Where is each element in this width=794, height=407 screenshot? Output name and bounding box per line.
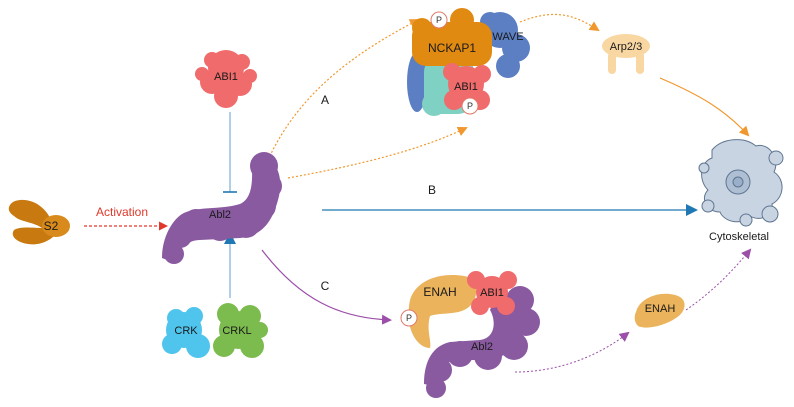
s2-label: S2 xyxy=(44,219,59,233)
phospho-icon-3: P xyxy=(400,309,418,327)
crk-label: CRK xyxy=(174,325,198,337)
phospho-icon-2: P xyxy=(461,97,479,115)
enah-abl2-complex xyxy=(408,271,540,398)
abi1-protein xyxy=(195,50,257,108)
enah-complex-label: ENAH xyxy=(423,285,456,299)
crkl-protein xyxy=(213,303,268,358)
wave-complex xyxy=(407,8,530,116)
abl2-protein xyxy=(162,152,282,264)
cytoskeletal-label: Cytoskeletal xyxy=(709,231,769,243)
crkl-label: CRKL xyxy=(222,325,251,337)
arrow-complex-to-enah xyxy=(514,331,630,373)
abi1-top-label: ABI1 xyxy=(214,71,238,83)
path-a-label: A xyxy=(321,93,329,107)
arrow-enah-to-cyto xyxy=(685,248,752,311)
svg-text:P: P xyxy=(406,313,412,323)
enah-right-label: ENAH xyxy=(645,303,676,315)
cytoskeleton-icon xyxy=(698,139,784,227)
path-c-label: C xyxy=(321,279,330,293)
arrow-a-upper xyxy=(267,19,420,161)
arp23-protein xyxy=(602,34,650,74)
activation-label: Activation xyxy=(96,205,148,219)
s2-protein xyxy=(8,199,70,245)
arp23-label: Arp2/3 xyxy=(610,41,642,53)
svg-text:P: P xyxy=(467,101,473,111)
wave-label: WAVE xyxy=(492,31,523,43)
abl2-complex-label: Abl2 xyxy=(471,341,493,353)
phospho-icon-1: P xyxy=(430,11,448,29)
abl2-main-label: Abl2 xyxy=(209,209,231,221)
arrow-c xyxy=(261,249,392,325)
abi1-complex-label: ABI1 xyxy=(454,81,478,93)
nckap1-label: NCKAP1 xyxy=(428,41,476,55)
arrow-wave-to-arp xyxy=(519,13,600,32)
arrow-arp-to-cyto xyxy=(659,77,750,137)
arrow-a-lower xyxy=(287,126,468,179)
path-b-label: B xyxy=(428,183,436,197)
enah-protein xyxy=(634,293,685,328)
abi1-enah-label: ABI1 xyxy=(480,287,504,299)
crk-protein xyxy=(162,307,210,358)
svg-text:P: P xyxy=(436,15,442,25)
